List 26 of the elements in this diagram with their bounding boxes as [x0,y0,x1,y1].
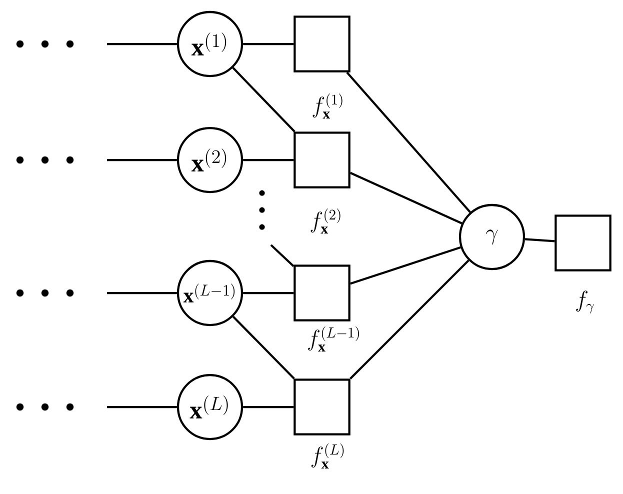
connector-line [524,238,555,242]
connector-line [107,406,177,408]
factor-box [554,214,612,272]
factor-label: $f_{\mathbf{x}}^{(L-1)}$ [308,326,359,352]
connector-line [243,406,294,408]
factor-box [294,16,350,72]
connector-line [232,316,295,380]
connector-line [243,158,294,162]
factor-box [294,378,350,436]
connector-line [350,172,462,224]
connector-line [270,244,294,268]
factor-label: $f_{\mathbf{x}}^{(1)}$ [312,94,342,118]
connector-line [107,158,177,162]
connector-line [346,72,471,213]
connector-line [232,67,296,132]
connector-line [243,42,294,46]
factor-label: $f_{\gamma}$ [576,290,594,314]
connector-line [107,292,177,294]
factor-label: $f_{\mathbf{x}}^{(L)}$ [311,444,344,468]
connector-line [350,260,470,380]
connector-line [243,292,294,294]
connector-line [350,246,461,285]
factor-box [294,132,350,188]
connector-line [107,42,177,46]
factor-box [294,264,350,322]
factor-label: $f_{\mathbf{x}}^{(2)}$ [310,208,340,234]
